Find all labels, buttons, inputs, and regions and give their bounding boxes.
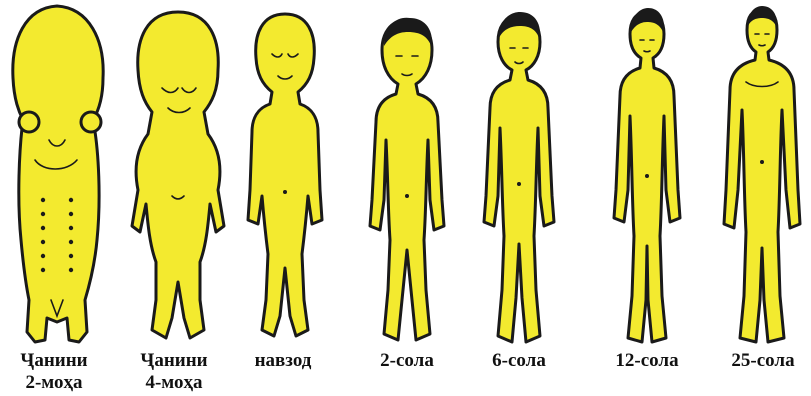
caption-line-1: 6-сола [474,350,564,372]
figure-fetus-4-months [122,0,232,350]
figure-embryo-2-months [5,0,110,350]
caption-12-years: 12-сола [600,350,694,372]
caption-line-1: Ҷанини [4,350,104,372]
figure-newborn [242,0,328,350]
caption-25-years: 25-сола [716,350,810,372]
caption-6-years: 6-сола [474,350,564,372]
caption-line-2: 2-моҳа [4,372,104,394]
caption-fetus-4-months: Ҷанини 4-моҳа [124,350,224,394]
caption-line-1: 12-сола [600,350,694,372]
caption-2-years: 2-сола [362,350,452,372]
figure-6-years [474,0,564,350]
caption-newborn: навзод [238,350,328,372]
caption-line-1: навзод [238,350,328,372]
figure-25-years [716,0,808,350]
figure-2-years [362,0,452,350]
figure-12-years [604,0,690,350]
caption-embryo-2-months: Ҷанини 2-моҳа [4,350,104,394]
caption-line-1: Ҷанини [124,350,224,372]
caption-line-1: 2-сола [362,350,452,372]
caption-line-1: 25-сола [716,350,810,372]
caption-line-2: 4-моҳа [124,372,224,394]
